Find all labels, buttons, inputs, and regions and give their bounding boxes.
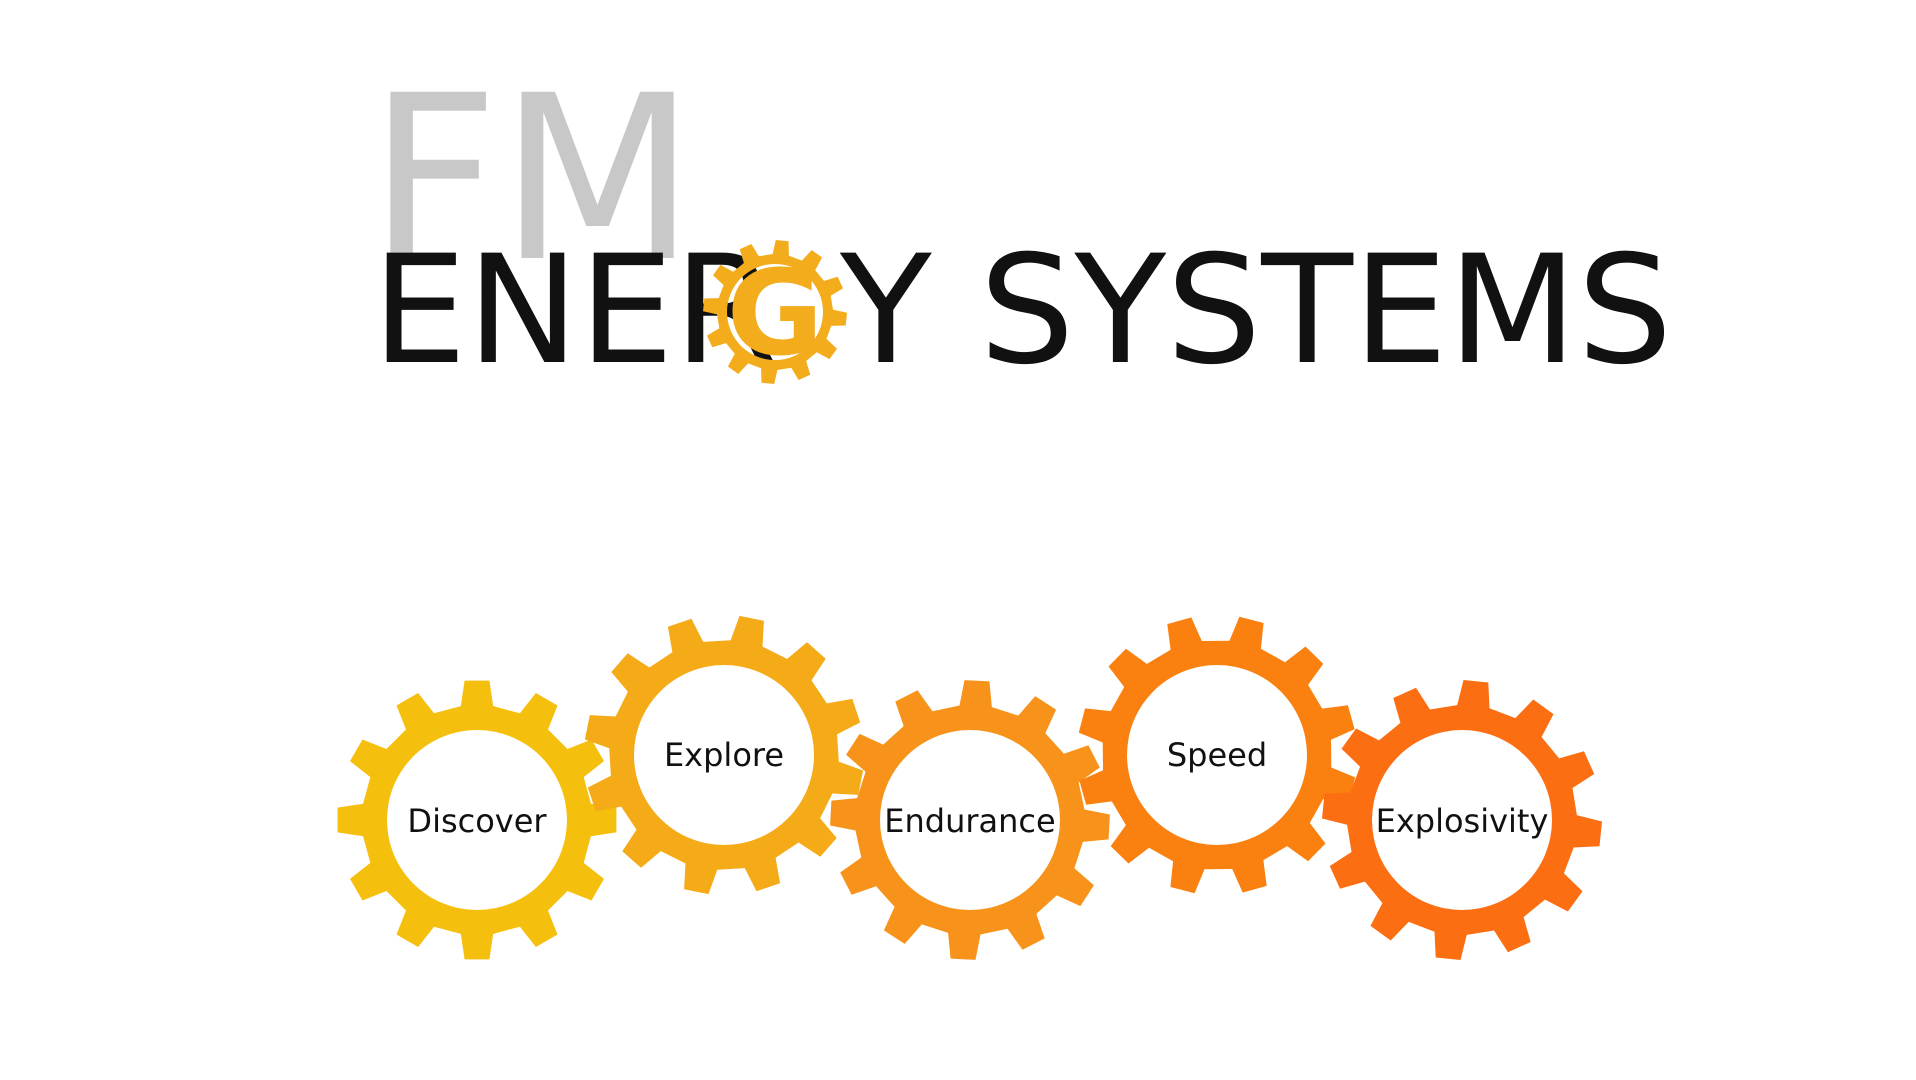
gear-endurance-icon	[830, 680, 1110, 960]
gear-label-endurance: Endurance	[884, 802, 1055, 840]
logo-gear-icon	[703, 240, 847, 384]
logo-mark-fm: FM	[368, 46, 696, 312]
gear-label-speed: Speed	[1167, 736, 1267, 774]
logo-title-right: Y SYSTEMS	[839, 224, 1672, 398]
gear-label-explore: Explore	[664, 736, 784, 774]
gear-explosivity-icon	[1322, 680, 1602, 960]
logo: FM ENER G Y SYSTEMS	[368, 46, 1672, 398]
gear-discover-icon	[337, 680, 617, 960]
gear-chain: Discover Explore Endurance Speed Explosi…	[337, 615, 1602, 960]
gear-explore: Explore	[584, 615, 864, 895]
gear-explosivity: Explosivity	[1322, 680, 1602, 960]
gear-endurance: Endurance	[830, 680, 1110, 960]
logo-title-letter: G	[727, 244, 824, 382]
gear-label-explosivity: Explosivity	[1376, 802, 1549, 840]
gear-speed-icon	[1078, 616, 1356, 894]
gear-explore-icon	[584, 615, 864, 895]
gear-speed: Speed	[1078, 616, 1356, 894]
gear-discover: Discover	[337, 680, 617, 960]
gear-label-discover: Discover	[407, 802, 547, 840]
